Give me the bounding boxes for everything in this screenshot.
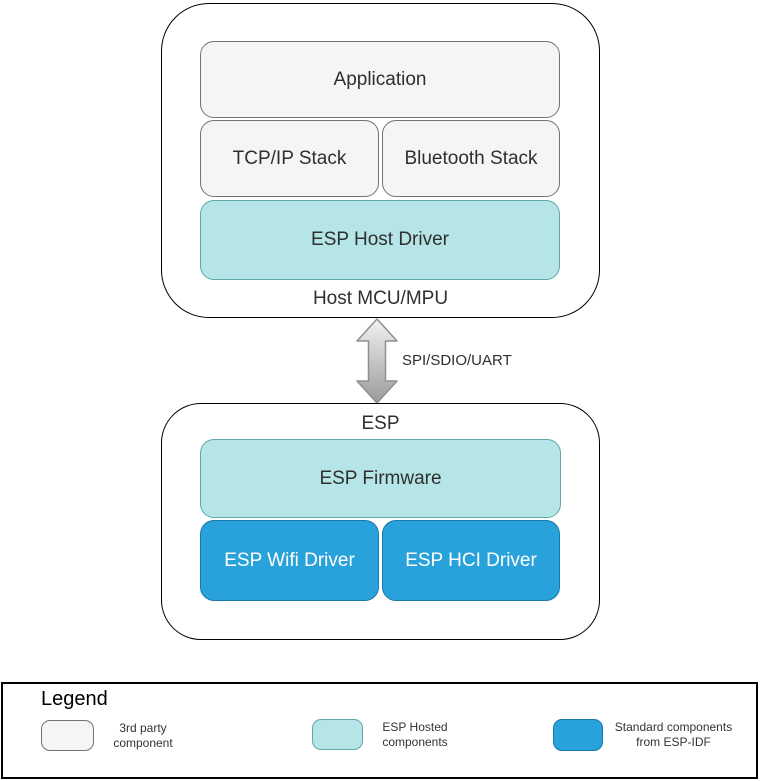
application-box: Application: [200, 41, 560, 118]
legend-panel: Legend 3rd party component ESP Hosted co…: [1, 682, 758, 779]
legend-swatch-third-party: [41, 720, 94, 751]
esp-firmware-box: ESP Firmware: [200, 439, 561, 518]
tcpip-stack-label: TCP/IP Stack: [232, 147, 347, 169]
legend-label-esp-idf: Standard components from ESP-IDF: [614, 720, 733, 749]
esp-host-driver-label: ESP Host Driver: [311, 229, 449, 250]
esp-container-label: ESP: [361, 413, 400, 434]
bluetooth-stack-box: Bluetooth Stack: [382, 120, 560, 197]
esp-hci-driver-label: ESP HCI Driver: [405, 549, 537, 571]
esp-firmware-label: ESP Firmware: [319, 467, 442, 489]
tcpip-stack-box: TCP/IP Stack: [200, 120, 379, 197]
legend-title: Legend: [41, 688, 108, 710]
bus-interface-label: SPI/SDIO/UART: [402, 352, 512, 369]
esp-host-driver-box: ESP Host Driver: [200, 200, 560, 280]
legend-label-esp-hosted: ESP Hosted components: [382, 720, 448, 749]
bluetooth-stack-label: Bluetooth Stack: [404, 147, 538, 169]
esp-hci-driver-box: ESP HCI Driver: [382, 520, 560, 601]
legend-swatch-esp-idf: [553, 719, 603, 751]
esp-wifi-driver-label: ESP Wifi Driver: [224, 549, 355, 571]
application-label: Application: [333, 68, 427, 90]
legend-label-third-party: 3rd party component: [113, 721, 173, 750]
host-container-label: Host MCU/MPU: [312, 288, 449, 309]
bidirectional-arrow-icon: [355, 317, 399, 405]
legend-swatch-esp-hosted: [312, 719, 363, 750]
esp-wifi-driver-box: ESP Wifi Driver: [200, 520, 379, 601]
